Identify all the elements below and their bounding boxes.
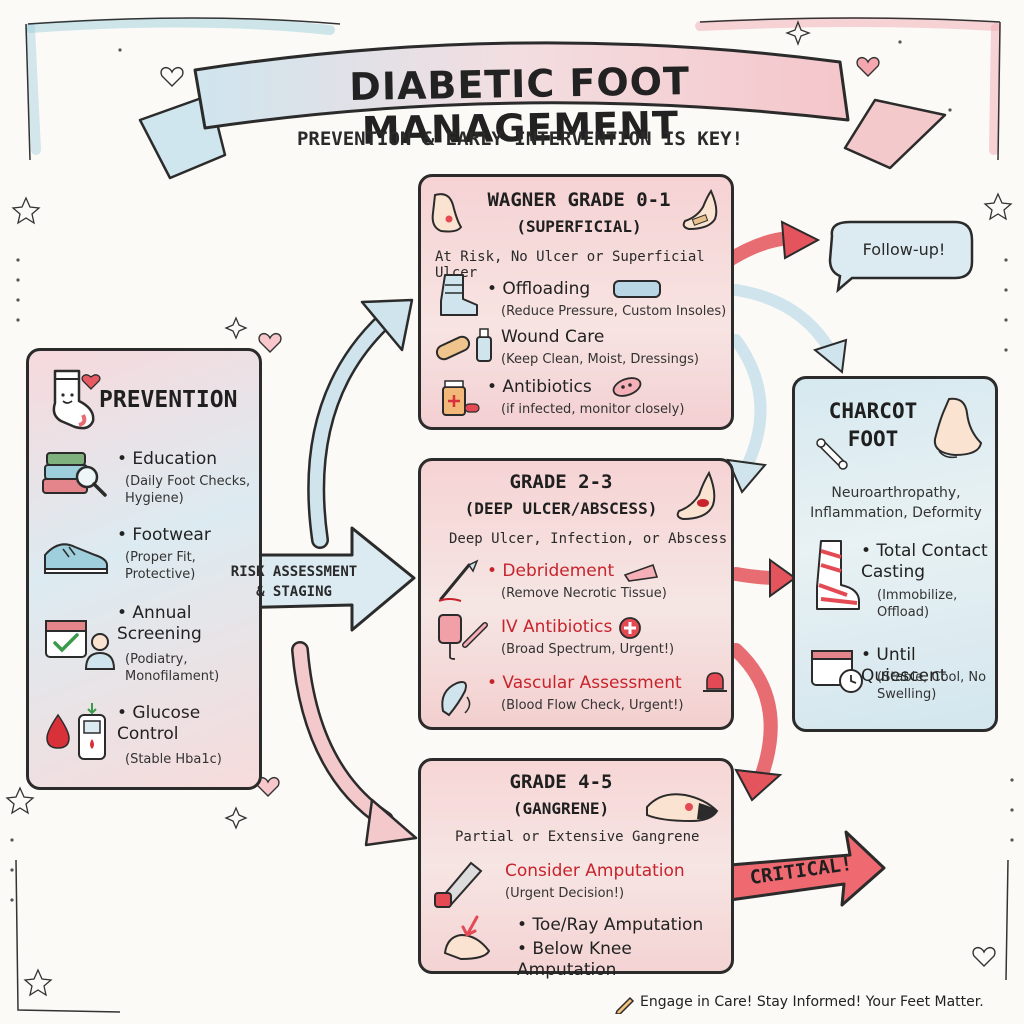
foot-icon	[676, 471, 716, 521]
plus-icon	[619, 617, 641, 639]
follow-up-bubble: Follow-up!	[862, 240, 946, 259]
prevention-panel: PREVENTION • Education (Daily Foot Check…	[26, 348, 262, 790]
grade-2-3-item-detail: (Blood Flow Check, Urgent!)	[501, 698, 684, 713]
prevention-item-label: • Footwear	[117, 525, 211, 545]
grade-2-3-panel: GRADE 2-3 (DEEP ULCER/ABSCESS) Deep Ulce…	[418, 458, 734, 730]
charcot-heading-line1: CHARCOT	[828, 399, 918, 423]
foot-icon	[431, 193, 463, 233]
grade-0-1-item-detail: (if infected, monitor closely)	[501, 402, 685, 417]
grade-0-1-panel: WAGNER GRADE 0-1 (SUPERFICIAL) At Risk, …	[418, 174, 734, 430]
grade-0-1-item-detail: (Reduce Pressure, Custom Insoles)	[501, 304, 727, 319]
charcot-item-detail: (Immobilize, Offload)	[877, 588, 958, 620]
amputation-option: • Below Knee Amputation	[517, 939, 632, 980]
charcot-foot-panel: CHARCOT FOOT Neuroarthropathy, Inflammat…	[792, 376, 998, 732]
grade-2-3-item-label: • Vascular Assessment	[487, 673, 682, 693]
calendar-icon	[45, 620, 87, 658]
insole-icon	[613, 280, 661, 298]
amputation-option: • Toe/Ray Amputation	[517, 915, 704, 935]
alarm-icon	[703, 672, 727, 692]
pill-bottle-icon	[442, 380, 466, 416]
grade-0-1-heading: WAGNER GRADE 0-1	[487, 189, 671, 211]
grade-0-1-item-detail: (Keep Clean, Moist, Dressings)	[501, 352, 699, 367]
grade-0-1-item-label: • Offloading	[487, 279, 591, 299]
grade-2-3-item-detail: (Broad Spectrum, Urgent!)	[501, 642, 675, 657]
page-subtitle: PREVENTION & EARLY INTERVENTION IS KEY!	[296, 128, 744, 150]
charcot-heading-line2: FOOT	[847, 427, 899, 451]
grade-0-1-item-label: • Antibiotics	[487, 377, 592, 397]
grade-4-5-action-detail: (Urgent Decision!)	[505, 886, 625, 901]
grade-2-3-heading: GRADE 2-3	[509, 471, 613, 493]
doctor-icon	[84, 633, 116, 670]
saw-icon	[434, 861, 483, 909]
bone-icon	[816, 438, 848, 470]
foot-icon	[933, 397, 983, 459]
risk-assessment-arrow: RISK ASSESSMENT & STAGING	[230, 562, 358, 602]
foot-icon	[443, 915, 491, 961]
calendar-clock-icon	[811, 650, 863, 693]
foot-icon	[682, 189, 718, 231]
charcot-item-label: • Total Contact Casting	[861, 541, 988, 582]
prevention-item-detail: (Stable Hba1c)	[125, 752, 222, 767]
syringe-icon	[462, 622, 488, 648]
tissue-icon	[623, 563, 659, 582]
doppler-icon	[441, 681, 471, 717]
sock-icon	[52, 369, 95, 430]
bacteria-icon	[612, 377, 642, 397]
grade-2-3-item-label: IV Antibiotics	[501, 617, 613, 637]
footer-tagline: Engage in Care! Stay Informed! Your Feet…	[640, 994, 984, 1010]
prevention-item-detail: (Daily Foot Checks, Hygiene)	[125, 474, 251, 506]
foot-icon	[646, 793, 719, 823]
cast-icon	[816, 540, 860, 610]
grade-0-1-subheading: (SUPERFICIAL)	[516, 217, 642, 236]
charcot-description-line2: Inflammation, Deformity	[810, 505, 982, 521]
glucometer-icon	[78, 703, 106, 760]
charcot-description-line1: Neuroarthropathy,	[831, 485, 961, 501]
grade-0-1-description: At Risk, No Ulcer or Superficial Ulcer	[435, 249, 705, 281]
grade-2-3-subheading: (DEEP ULCER/ABSCESS)	[464, 499, 658, 518]
sneaker-icon	[44, 543, 108, 574]
grade-4-5-action: Consider Amputation	[505, 861, 685, 881]
grade-4-5-description: Partial or Extensive Gangrene	[455, 829, 700, 845]
prevention-item-detail: (Proper Fit, Protective)	[125, 550, 196, 582]
risk-assessment-line1: RISK ASSESSMENT	[230, 564, 358, 580]
grade-4-5-panel: GRADE 4-5 (GANGRENE) Partial or Extensiv…	[418, 758, 734, 980]
charcot-item-label: • Until Quiescent	[861, 645, 947, 686]
risk-assessment-line2: & STAGING	[256, 584, 332, 600]
books-icon	[42, 452, 88, 494]
prevention-item-label: • Glucose Control	[117, 703, 201, 744]
blood-drop-icon	[46, 713, 70, 749]
prevention-item-detail: (Podiatry, Monofilament)	[125, 652, 220, 684]
boot-icon	[440, 274, 478, 316]
iv-bag-icon	[438, 614, 462, 660]
grade-4-5-heading: GRADE 4-5	[509, 771, 613, 793]
bottle-icon	[476, 328, 492, 362]
prevention-item-label: • Education	[117, 449, 218, 469]
grade-2-3-item-detail: (Remove Necrotic Tissue)	[501, 586, 667, 601]
bandage-icon	[435, 335, 471, 361]
grade-2-3-description: Deep Ulcer, Infection, or Abscess	[449, 531, 728, 547]
prevention-item-label: • Annual Screening	[117, 603, 202, 644]
pill-icon	[464, 403, 480, 413]
grade-2-3-item-label: • Debridement	[487, 561, 615, 581]
scalpel-icon	[438, 559, 479, 602]
prevention-heading: PREVENTION	[99, 387, 238, 413]
pencil-icon	[615, 996, 635, 1014]
grade-4-5-subheading: (GANGRENE)	[512, 799, 610, 818]
charcot-item-detail: (Stable, Cool, No Swelling)	[877, 670, 987, 702]
heart-icon	[81, 374, 101, 390]
magnifier-icon	[75, 465, 107, 497]
grade-0-1-item-label: Wound Care	[501, 327, 605, 347]
